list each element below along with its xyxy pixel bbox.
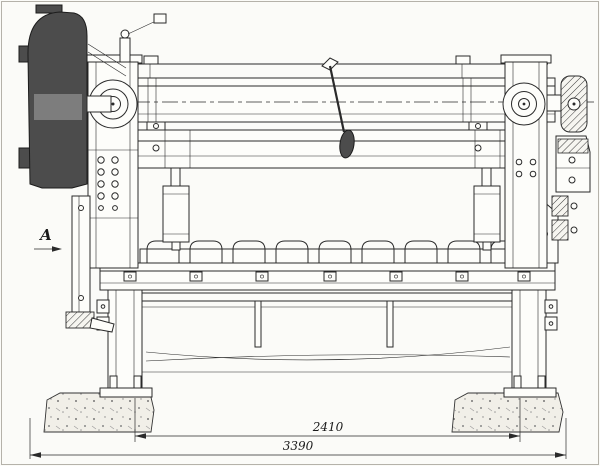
flywheel-pulley — [546, 75, 591, 193]
foundation-right — [451, 392, 564, 433]
right-leg — [511, 289, 547, 389]
mount-pad-lower — [551, 219, 569, 241]
view-direction-arrow — [52, 246, 62, 252]
left-leg — [107, 289, 143, 389]
motor-band — [34, 94, 82, 120]
counterbalance-cylinder-left — [162, 167, 190, 251]
hold-down-bar — [139, 248, 517, 264]
pedal-arm — [89, 317, 115, 333]
operating-lever — [321, 57, 355, 159]
dimension-3390: 3390 — [29, 418, 567, 459]
left-frame-column — [83, 54, 143, 269]
blade-ram-beam — [137, 121, 519, 169]
hanger-rod-right — [386, 300, 394, 348]
hold-down-pads — [139, 240, 524, 264]
lever-knob — [339, 129, 355, 159]
bracket-foot — [65, 311, 95, 329]
sheet-brace-curve — [145, 346, 511, 361]
brake-pulley — [120, 29, 130, 39]
dimension-3390-value: 3390 — [283, 439, 314, 453]
dimension-2410: 2410 — [134, 398, 521, 442]
table-beam — [99, 262, 556, 291]
left-foot-plate — [99, 387, 153, 398]
right-foot-plate — [503, 387, 557, 398]
section-letter: A — [38, 226, 52, 244]
foundation-left — [43, 392, 155, 433]
lower-frame — [96, 289, 558, 398]
shaft-coupling — [86, 95, 112, 113]
belt-line — [87, 43, 127, 69]
side-bracket-left — [65, 195, 115, 333]
hanger-rod-left — [254, 300, 262, 348]
mount-pad-upper — [551, 195, 569, 217]
right-frame-column — [500, 54, 578, 269]
counterbalance-cylinder-right — [473, 167, 501, 251]
drive-motor-housing — [18, 4, 167, 189]
section-view-label: A — [34, 226, 62, 252]
dimension-2410-value: 2410 — [312, 420, 344, 434]
